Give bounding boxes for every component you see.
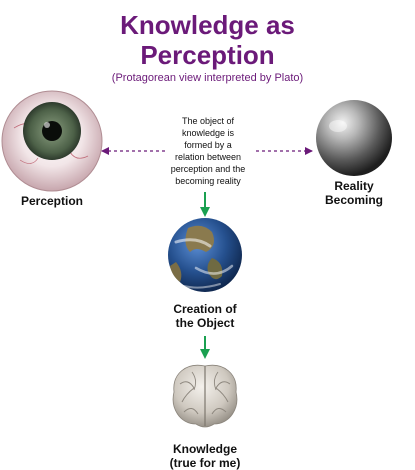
knowledge-label-line-2: (true for me): [169, 456, 241, 470]
knowledge-label: Knowledge (true for me): [145, 442, 265, 470]
relation-text: The object of knowledge is formed by a r…: [143, 115, 273, 187]
sphere-icon: [316, 100, 392, 176]
earth-globe-icon: [168, 218, 242, 292]
subtitle: (Protagorean view interpreted by Plato): [111, 72, 304, 84]
reality-label-line-2: Becoming: [324, 193, 383, 207]
relation-line-5: perception and the: [170, 164, 246, 174]
relation-line-2: knowledge is: [181, 128, 235, 138]
title-line-2: Perception: [140, 40, 275, 70]
reality-label: Reality Becoming: [304, 179, 404, 207]
perception-label: Perception: [20, 194, 83, 208]
relation-line-4: relation between: [174, 152, 242, 162]
relation-line-1: The object of: [181, 116, 235, 126]
creation-label-line-1: Creation of: [173, 302, 237, 316]
creation-label-line-2: the Object: [175, 316, 235, 330]
relation-line-3: formed by a: [184, 140, 232, 150]
creation-label: Creation of the Object: [145, 302, 265, 330]
knowledge-label-line-1: Knowledge: [172, 442, 237, 456]
eye-icon: [1, 90, 103, 192]
brain-icon: [172, 364, 238, 428]
title-line-1: Knowledge as: [120, 10, 295, 40]
relation-line-6: becoming reality: [175, 176, 241, 186]
reality-label-line-1: Reality: [334, 179, 374, 193]
